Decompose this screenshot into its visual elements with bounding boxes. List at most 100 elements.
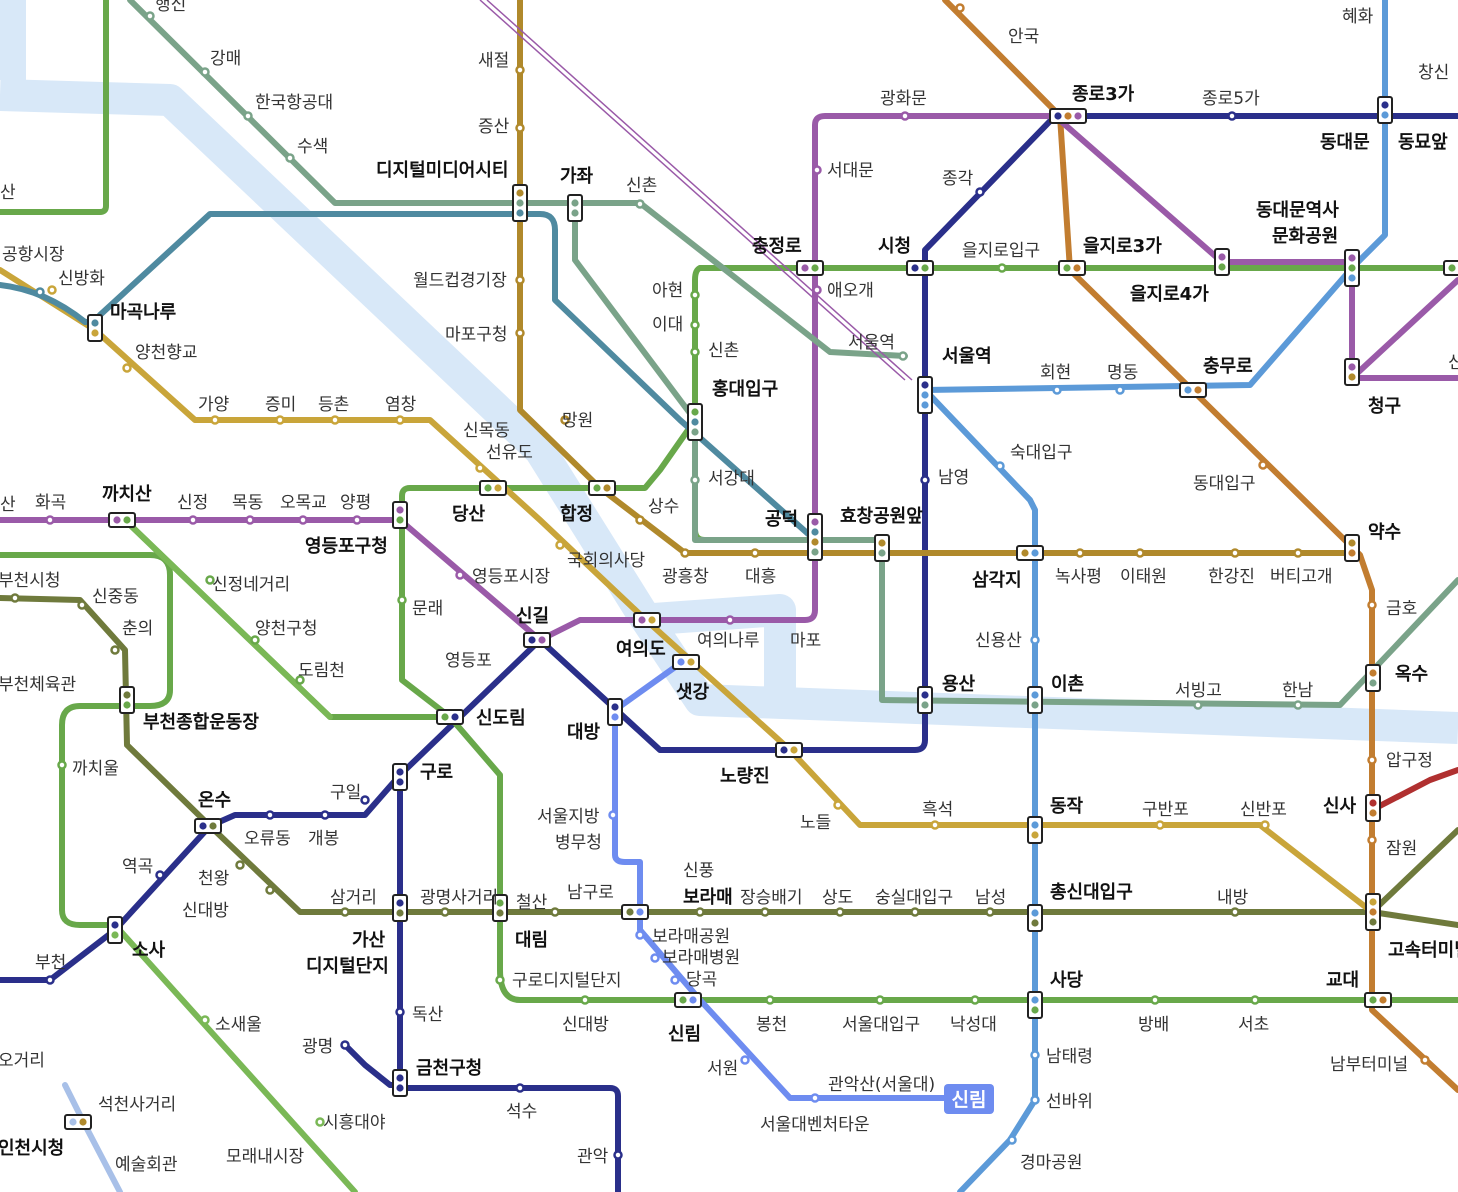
station-stop[interactable]	[47, 285, 57, 295]
station-stop[interactable]	[515, 275, 525, 285]
transfer-station[interactable]	[1364, 992, 1392, 1008]
station-stop[interactable]	[1293, 700, 1303, 710]
station-stop[interactable]	[690, 347, 700, 357]
station-stop[interactable]	[910, 907, 920, 917]
transfer-station[interactable]	[392, 501, 408, 529]
station-stop[interactable]	[340, 1040, 350, 1050]
transfer-station[interactable]	[87, 314, 103, 342]
station-stop[interactable]	[205, 575, 215, 585]
station-stop[interactable]	[298, 515, 308, 525]
station-stop[interactable]	[650, 953, 660, 963]
station-stop[interactable]	[315, 1117, 325, 1127]
station-stop[interactable]	[515, 1083, 525, 1093]
transfer-station[interactable]	[1027, 816, 1043, 844]
station-stop[interactable]	[550, 907, 560, 917]
station-stop[interactable]	[1367, 835, 1377, 845]
station-stop[interactable]	[750, 548, 760, 558]
station-stop[interactable]	[1030, 1095, 1040, 1105]
transfer-station[interactable]	[1058, 260, 1086, 276]
station-stop[interactable]	[1230, 548, 1240, 558]
transfer-station[interactable]	[523, 632, 551, 648]
transfer-station[interactable]	[607, 698, 623, 726]
station-stop[interactable]	[1227, 111, 1237, 121]
station-stop[interactable]	[1260, 820, 1270, 830]
station-stop[interactable]	[765, 995, 775, 1005]
transfer-station[interactable]	[1027, 686, 1043, 714]
station-stop[interactable]	[690, 475, 700, 485]
station-stop[interactable]	[45, 515, 55, 525]
station-stop[interactable]	[352, 515, 362, 525]
transfer-station[interactable]	[906, 260, 934, 276]
station-stop[interactable]	[695, 907, 705, 917]
transfer-station[interactable]	[567, 194, 583, 222]
station-stop[interactable]	[235, 860, 245, 870]
transfer-station[interactable]	[1365, 664, 1381, 692]
station-stop[interactable]	[265, 885, 275, 895]
station-stop[interactable]	[1150, 995, 1160, 1005]
station-stop[interactable]	[155, 870, 165, 880]
station-stop[interactable]	[1030, 1050, 1040, 1060]
station-stop[interactable]	[1420, 1055, 1430, 1065]
station-stop[interactable]	[250, 635, 260, 645]
station-stop[interactable]	[265, 810, 275, 820]
station-stop[interactable]	[395, 415, 405, 425]
station-stop[interactable]	[680, 548, 690, 558]
station-stop[interactable]	[985, 907, 995, 917]
transfer-station[interactable]	[392, 1069, 408, 1097]
station-stop[interactable]	[1367, 600, 1377, 610]
transfer-station[interactable]	[1214, 248, 1230, 276]
station-stop[interactable]	[900, 111, 910, 121]
station-stop[interactable]	[1075, 548, 1085, 558]
station-stop[interactable]	[10, 593, 20, 603]
station-stop[interactable]	[340, 907, 350, 917]
station-stop[interactable]	[245, 515, 255, 525]
station-stop[interactable]	[995, 461, 1005, 471]
transfer-station[interactable]	[807, 513, 823, 561]
station-stop[interactable]	[812, 285, 822, 295]
station-stop[interactable]	[690, 290, 700, 300]
station-stop[interactable]	[725, 615, 735, 625]
transfer-station[interactable]	[633, 612, 661, 628]
station-stop[interactable]	[1007, 1135, 1017, 1145]
station-stop[interactable]	[1367, 755, 1377, 765]
station-stop[interactable]	[145, 11, 155, 21]
transfer-station[interactable]	[107, 916, 123, 944]
transfer-station[interactable]	[672, 654, 700, 670]
station-stop[interactable]	[57, 760, 67, 770]
station-stop[interactable]	[810, 1093, 820, 1103]
station-stop[interactable]	[690, 320, 700, 330]
station-stop[interactable]	[1230, 907, 1240, 917]
station-stop[interactable]	[812, 165, 822, 175]
transfer-station[interactable]	[621, 904, 649, 920]
station-stop[interactable]	[200, 1015, 210, 1025]
transfer-station[interactable]	[1365, 794, 1381, 822]
transfer-station[interactable]	[1344, 358, 1360, 386]
transfer-station[interactable]	[119, 686, 135, 714]
station-stop[interactable]	[1258, 460, 1268, 470]
station-stop[interactable]	[210, 415, 220, 425]
station-stop[interactable]	[45, 975, 55, 985]
transfer-station[interactable]	[874, 534, 890, 562]
transfer-station[interactable]	[674, 992, 702, 1008]
transfer-station[interactable]	[1179, 382, 1207, 398]
station-stop[interactable]	[515, 123, 525, 133]
station-stop[interactable]	[295, 675, 305, 685]
station-stop[interactable]	[1155, 820, 1165, 830]
station-stop[interactable]	[285, 153, 295, 163]
station-stop[interactable]	[188, 515, 198, 525]
station-stop[interactable]	[740, 1055, 750, 1065]
transfer-station[interactable]	[392, 894, 408, 922]
station-stop[interactable]	[1250, 995, 1260, 1005]
station-stop[interactable]	[1115, 385, 1125, 395]
station-stop[interactable]	[898, 351, 908, 361]
transfer-station[interactable]	[1016, 545, 1044, 561]
transfer-station[interactable]	[1344, 534, 1360, 562]
station-stop[interactable]	[875, 995, 885, 1005]
station-stop[interactable]	[635, 930, 645, 940]
station-stop[interactable]	[560, 415, 570, 425]
station-stop[interactable]	[835, 907, 845, 917]
station-stop[interactable]	[608, 810, 618, 820]
station-stop[interactable]	[613, 1150, 623, 1160]
station-stop[interactable]	[997, 263, 1007, 273]
station-stop[interactable]	[243, 111, 253, 121]
